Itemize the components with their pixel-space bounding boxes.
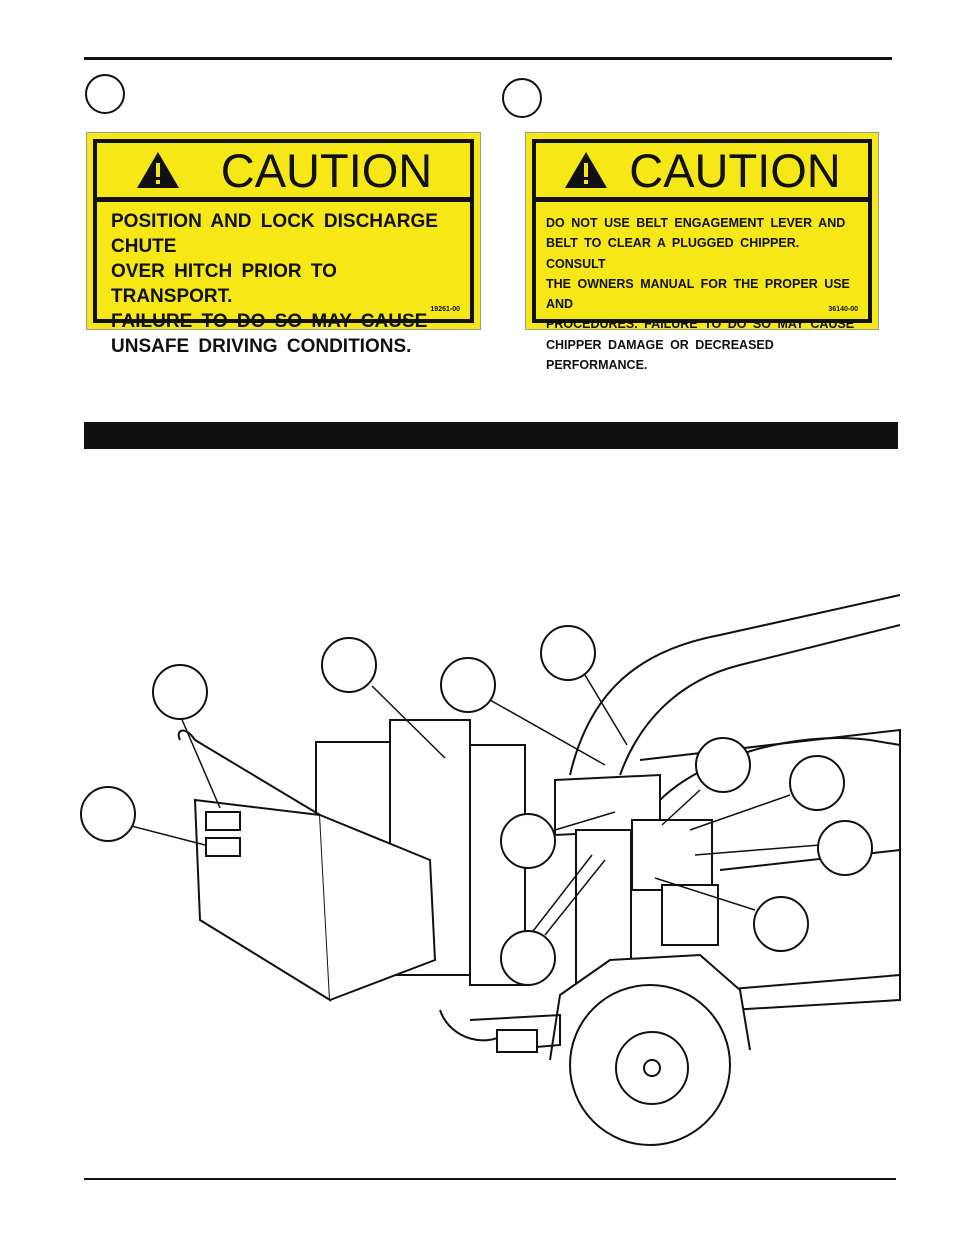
decal-line: BELT TO CLEAR A PLUGGED CHIPPER. CONSULT bbox=[546, 236, 800, 271]
warning-triangle-icon bbox=[565, 152, 608, 188]
bottom-rule bbox=[84, 1178, 896, 1180]
caution-decal-belt: CAUTION DO NOT USE BELT ENGAGEMENT LEVER… bbox=[525, 132, 879, 372]
decal-title: CAUTION bbox=[220, 143, 433, 197]
callout-circle bbox=[540, 625, 596, 681]
decal-line: CHIPPER DAMAGE OR DECREASED PERFORMANCE. bbox=[546, 337, 774, 373]
callout-circle bbox=[80, 786, 136, 842]
callout-circle-b bbox=[502, 78, 542, 118]
decal-title: CAUTION bbox=[629, 143, 841, 197]
decal-line: FAILURE TO DO SO MAY CAUSE bbox=[111, 311, 428, 332]
callout-circle bbox=[789, 755, 845, 811]
decal-line: PROCEDURES. FAILURE TO DO SO MAY CAUSE bbox=[546, 317, 855, 332]
decal-line: DO NOT USE BELT ENGAGEMENT LEVER AND bbox=[546, 216, 846, 230]
top-rule bbox=[84, 57, 892, 60]
callout-circle bbox=[500, 813, 556, 869]
caution-decal-chute: CAUTION POSITION AND LOCK DISCHARGE CHUT… bbox=[86, 132, 481, 357]
callout-circle bbox=[753, 896, 809, 952]
decal-code: 19261-00 bbox=[430, 306, 460, 313]
callout-circle bbox=[440, 657, 496, 713]
section-bar bbox=[84, 422, 898, 449]
decal-line: POSITION AND LOCK DISCHARGE CHUTE bbox=[111, 211, 438, 257]
callout-circle bbox=[321, 637, 377, 693]
callout-circle-a bbox=[85, 74, 125, 114]
decal-line: OVER HITCH PRIOR TO TRANSPORT. bbox=[111, 261, 337, 307]
decal-line: UNSAFE DRIVING CONDITIONS. bbox=[111, 336, 412, 357]
decal-line: THE OWNERS MANUAL FOR THE PROPER USE AND bbox=[546, 276, 850, 312]
warning-triangle-icon bbox=[136, 152, 179, 188]
callout-circle bbox=[152, 664, 208, 720]
callout-circle bbox=[695, 737, 751, 793]
callout-circle bbox=[500, 930, 556, 986]
decal-code: 36140-00 bbox=[828, 306, 858, 313]
callout-circle bbox=[817, 820, 873, 876]
